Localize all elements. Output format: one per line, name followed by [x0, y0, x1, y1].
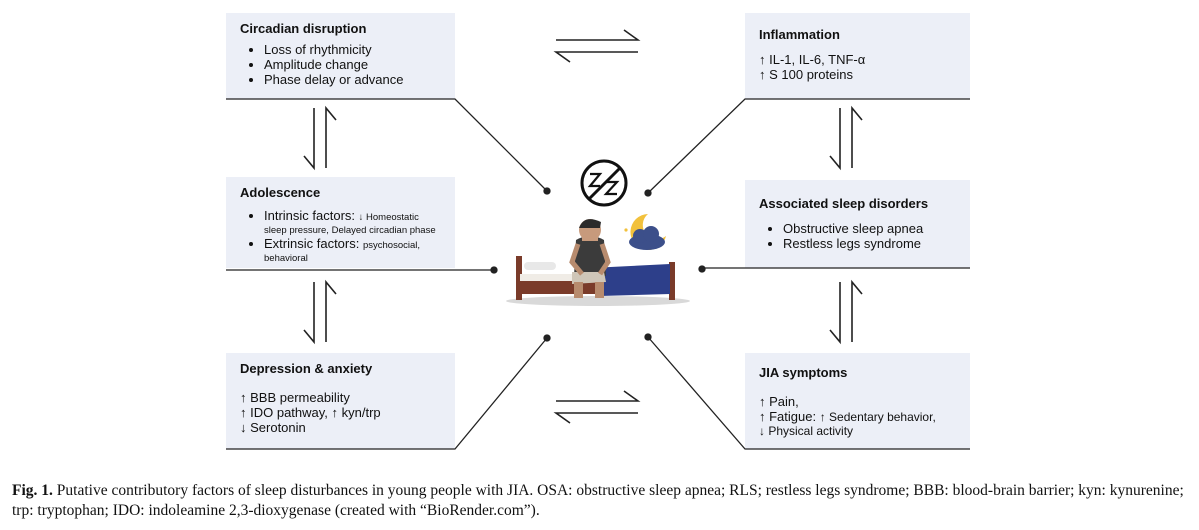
- connector-depression: [226, 337, 548, 450]
- depression-title: Depression & anxiety: [240, 361, 373, 376]
- adolescence-box: Adolescence Intrinsic factors: ↓ Homeost…: [226, 177, 455, 268]
- jia-line: ↓ Physical activity: [759, 424, 854, 438]
- circadian-item: Amplitude change: [264, 57, 441, 72]
- sleep-disorders-title: Associated sleep disorders: [759, 196, 929, 211]
- no-sleep-icon: [580, 159, 628, 207]
- fatigue-label: ↑ Fatigue:: [759, 409, 820, 424]
- figure-caption: Fig. 1. Putative contributory factors of…: [12, 481, 1192, 521]
- sleep-disorders-item: Obstructive sleep apnea: [783, 221, 956, 236]
- jia-symptoms-box: JIA symptoms ↑ Pain, ↑ Fatigue: ↑ Sedent…: [745, 353, 970, 449]
- intrinsic-label: Intrinsic factors:: [264, 208, 359, 223]
- inflammation-line: ↑ IL-1, IL-6, TNF-α: [759, 52, 866, 67]
- connector-jia: [647, 336, 970, 450]
- equilibrium-arrows-icon: [303, 279, 337, 345]
- sleep-disorders-item: Restless legs syndrome: [783, 236, 956, 251]
- depression-line: ↑ IDO pathway, ↑ kyn/trp: [240, 405, 381, 420]
- inflammation-line: ↑ S 100 proteins: [759, 67, 853, 82]
- extrinsic-label: Extrinsic factors:: [264, 236, 363, 251]
- sleep-disorders-list: Obstructive sleep apnea Restless legs sy…: [759, 221, 956, 251]
- moon-cloud-icon: [624, 214, 666, 250]
- circadian-item: Phase delay or advance: [264, 72, 441, 87]
- intrinsic-detail: ↓ Homeostatic sleep pressure, Delayed ci…: [264, 212, 436, 236]
- adolescence-title: Adolescence: [240, 185, 321, 200]
- adolescence-item-extrinsic: Extrinsic factors: psychosocial, behavio…: [264, 236, 441, 264]
- adolescence-item-intrinsic: Intrinsic factors: ↓ Homeostatic sleep p…: [264, 208, 441, 236]
- circadian-disruption-box: Circadian disruption Loss of rhythmicity…: [226, 13, 455, 99]
- circadian-list: Loss of rhythmicity Amplitude change Pha…: [240, 42, 441, 87]
- circadian-title: Circadian disruption: [240, 21, 367, 36]
- depression-line: ↓ Serotonin: [240, 420, 306, 435]
- equilibrium-arrows-icon: [829, 279, 863, 345]
- jia-line: ↑ Pain,: [759, 394, 799, 409]
- inflammation-title: Inflammation: [759, 27, 840, 42]
- connector-circadian: [226, 98, 548, 192]
- extrinsic-detail: psychosocial, behavioral: [264, 240, 420, 264]
- equilibrium-arrows-icon: [553, 29, 641, 63]
- inflammation-box: Inflammation ↑ IL-1, IL-6, TNF-α ↑ S 100…: [745, 13, 970, 99]
- jia-line: ↑ Fatigue: ↑ Sedentary behavior,: [759, 409, 956, 424]
- connector-lines: [226, 98, 970, 450]
- depression-line: ↑ BBB permeability: [240, 390, 350, 405]
- equilibrium-arrows-icon: [553, 390, 641, 424]
- caption-text: Putative contributory factors of sleep d…: [12, 482, 1184, 519]
- circadian-item: Loss of rhythmicity: [264, 42, 441, 57]
- connector-inflammation: [647, 98, 970, 194]
- equilibrium-arrows-icon: [829, 105, 863, 171]
- sleep-disorders-box: Associated sleep disorders Obstructive s…: [745, 180, 970, 268]
- person-on-bed-icon: [506, 219, 690, 306]
- fatigue-detail: ↑ Sedentary behavior,: [819, 410, 936, 424]
- caption-label: Fig. 1.: [12, 482, 53, 499]
- adolescence-list: Intrinsic factors: ↓ Homeostatic sleep p…: [240, 208, 441, 264]
- connector-layer: [226, 29, 970, 450]
- jia-title: JIA symptoms: [759, 365, 848, 380]
- equilibrium-arrows-icon: [303, 105, 337, 171]
- depression-anxiety-box: Depression & anxiety ↑ BBB permeability …: [226, 353, 455, 449]
